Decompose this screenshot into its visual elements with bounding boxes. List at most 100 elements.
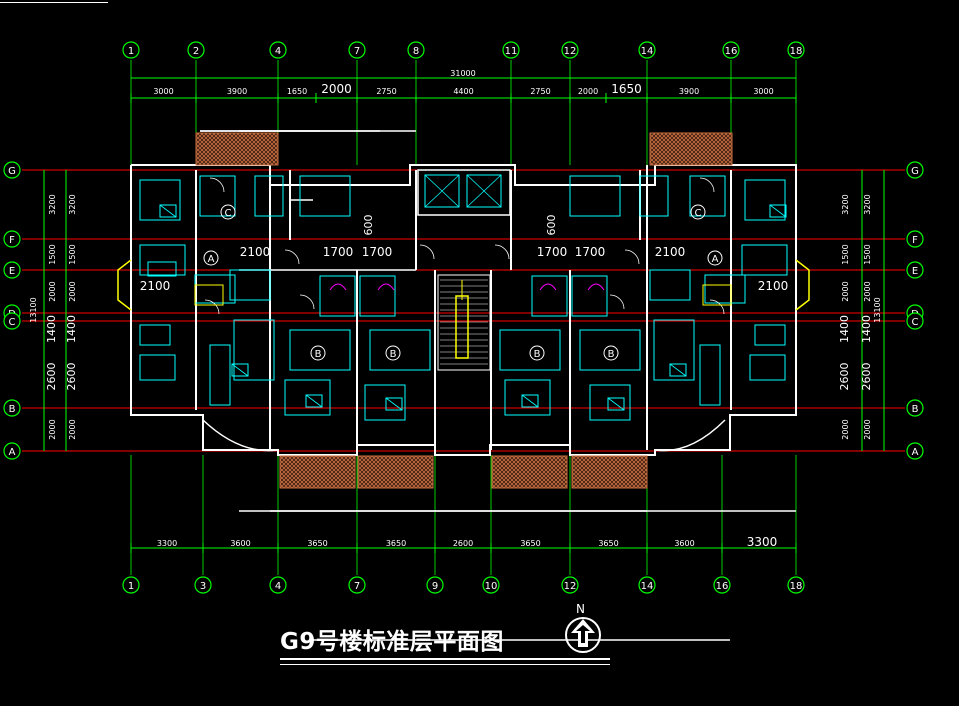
door-swing (709, 299, 725, 315)
balcony (279, 455, 356, 489)
right-axis-bubble-circle (906, 442, 924, 460)
bottom-dimension: 3600 (230, 539, 250, 548)
bottom-axis-bubble-circle (482, 576, 500, 594)
furniture (299, 175, 351, 217)
furniture (254, 175, 284, 217)
door-swing (494, 244, 510, 260)
right-dimension: 2000 (841, 419, 850, 439)
bottom-dimension: 3600 (674, 539, 694, 548)
unit-label: B (534, 349, 541, 360)
left-dimension: 1400 (45, 315, 58, 343)
bottom-dimension: 3650 (386, 539, 406, 548)
top-dimension: 2750 (376, 87, 396, 96)
furniture (699, 344, 721, 406)
right-axis-bubble: B (912, 404, 919, 415)
bed-icon-line (769, 204, 787, 218)
top-dimension: 3900 (679, 87, 699, 96)
top-axis-bubble-circle (561, 41, 579, 59)
furniture (139, 324, 171, 346)
top-axis-bubble-circle (348, 41, 366, 59)
furniture (284, 379, 331, 416)
bed-icon (521, 394, 539, 408)
furniture (139, 179, 181, 221)
unit-label-circle (310, 345, 326, 361)
left-axis-bubble: B (9, 404, 16, 415)
elevator-shaft (466, 174, 502, 208)
door-swing (209, 177, 225, 193)
door-swing (419, 244, 435, 260)
bed-icon (669, 363, 687, 377)
right-axis-bubble: G (911, 166, 919, 177)
unit-label: B (608, 349, 615, 360)
bottom-dimension: 3300 (747, 535, 778, 549)
bay-window-right (654, 419, 726, 452)
furniture (289, 329, 351, 371)
unit-label-circle (690, 204, 706, 220)
door-swing (624, 249, 640, 265)
axis-grid-lines (22, 60, 905, 575)
unit-label: B (390, 349, 397, 360)
inner-dimension: 2100 (758, 279, 789, 293)
furniture (194, 274, 236, 304)
north-label: N (576, 602, 585, 616)
top-axis-bubble: 14 (641, 46, 654, 57)
furniture (359, 275, 396, 317)
top-dimension: 3000 (153, 87, 173, 96)
left-total-dimension: 13100 (29, 297, 38, 322)
right-axis-bubble: A (912, 447, 919, 458)
right-dimension: 1500 (841, 244, 850, 264)
furniture (531, 275, 568, 317)
furniture (649, 269, 691, 301)
left-dimension: 3200 (48, 194, 57, 214)
bottom-dimension: 2600 (453, 539, 473, 548)
title-underline (280, 658, 610, 665)
inner-dimension: 2100 (140, 279, 171, 293)
unit-label: C (225, 208, 232, 219)
unit-label-circle (603, 345, 619, 361)
bed-icon-line (305, 394, 323, 408)
toilet-icon (539, 283, 557, 291)
right-axis-bubble-circle (906, 261, 924, 279)
bottom-dimension: 3650 (520, 539, 540, 548)
bottom-dimension: 3650 (307, 539, 327, 548)
top-axis-bubble: 4 (275, 46, 281, 57)
building-outline (130, 164, 797, 456)
top-axis-bubble-circle (187, 41, 205, 59)
bottom-axis-bubble: 3 (200, 581, 206, 592)
furniture (579, 329, 641, 371)
furniture (639, 175, 669, 217)
left-axis-bubble-circle (3, 261, 21, 279)
inner-dimension: 1700 (575, 245, 606, 259)
top-dimension: 3000 (753, 87, 773, 96)
bottom-axis-bubble-circle (787, 576, 805, 594)
side-window-left (117, 259, 132, 311)
balcony (649, 132, 733, 166)
left-dimension: 1500 (68, 244, 77, 264)
furniture (689, 175, 726, 217)
furniture (749, 354, 786, 381)
top-dimension: 4400 (453, 87, 473, 96)
left-axis-bubble-circle (3, 442, 21, 460)
right-dimension: 1400 (860, 315, 873, 343)
inner-dimension: 2100 (240, 245, 271, 259)
top-axis-bubble-circle (269, 41, 287, 59)
unit-label-circle (203, 250, 219, 266)
north-arrow-icon (565, 617, 601, 653)
left-dimension: 1400 (65, 315, 78, 343)
left-axis-bubble: C (9, 317, 16, 328)
right-axis-bubble-circle (906, 312, 924, 330)
furniture (754, 324, 786, 346)
top-axis-bubble: 1 (128, 46, 134, 57)
top-axis-bubble: 7 (354, 46, 360, 57)
top-axis-bubble: 8 (413, 46, 419, 57)
shaft-dimension: 600 (545, 215, 558, 236)
furniture (653, 319, 695, 381)
bed-icon-line (607, 397, 625, 411)
door-swing (204, 299, 220, 315)
right-axis-bubble-circle (906, 399, 924, 417)
top-axis-bubble-circle (407, 41, 425, 59)
bed-icon (607, 397, 625, 411)
bed-icon (231, 363, 249, 377)
